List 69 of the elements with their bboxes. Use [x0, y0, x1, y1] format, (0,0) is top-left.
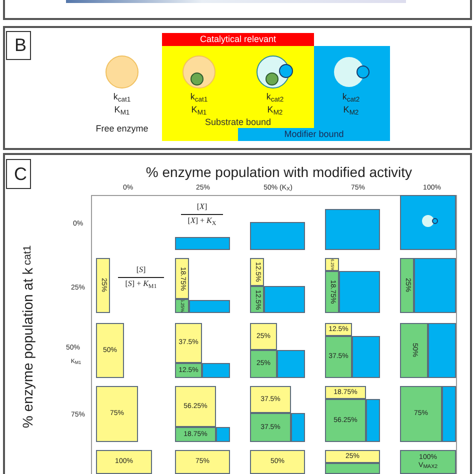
fraction-box	[325, 336, 352, 378]
modified-bar	[352, 336, 380, 378]
region-label: Catalytical relevant	[200, 32, 276, 46]
region-label: C	[14, 162, 27, 186]
fraction-box	[175, 363, 202, 378]
fraction-box	[96, 258, 110, 313]
fraction-box	[325, 399, 366, 442]
modified-bar	[264, 286, 305, 313]
modified-bar	[414, 258, 456, 313]
modified-bar	[175, 237, 230, 250]
fraction-box	[96, 450, 152, 474]
axis-label: [X]	[196, 203, 208, 211]
panel-letter	[6, 31, 31, 60]
fraction-box	[175, 427, 216, 442]
modified-bar	[202, 363, 230, 378]
rate-label: k$_{cat2}$	[266, 92, 284, 102]
region-box	[238, 128, 390, 141]
modified-bar	[400, 195, 456, 250]
fraction-box	[250, 323, 277, 350]
fraction-box	[400, 386, 442, 442]
modified-bar	[216, 427, 230, 442]
fraction-box	[175, 258, 189, 299]
fraction-box	[325, 450, 380, 463]
fraction-box	[175, 450, 230, 474]
panel-letter	[6, 159, 31, 189]
modified-bar	[339, 271, 380, 313]
rate-label: k$_{cat1}$	[190, 92, 208, 102]
fraction-box	[325, 323, 352, 336]
fraction-box	[250, 350, 277, 378]
rate-label: K$_{M2}$	[267, 106, 283, 114]
axis-label: [S] + K$_{M1}$	[125, 280, 157, 288]
modified-bar	[250, 222, 305, 250]
fraction-box	[400, 258, 414, 313]
fraction-box	[325, 271, 339, 313]
modified-bar	[428, 323, 456, 378]
axis-label: [S]	[136, 266, 146, 274]
fraction-box	[175, 299, 189, 313]
fraction-box	[250, 450, 305, 474]
fraction-box	[96, 323, 124, 378]
fraction-box	[400, 450, 456, 474]
rate-label: K$_{M1}$	[191, 106, 207, 114]
fraction-box	[250, 258, 264, 286]
fraction-box	[250, 386, 291, 413]
axis-label: [X] + K$_{X}$	[188, 217, 216, 225]
fraction-box	[325, 258, 339, 271]
header-bar	[162, 33, 314, 46]
fraction-box	[325, 463, 380, 474]
fraction-box	[325, 386, 366, 399]
fraction-box	[175, 386, 216, 427]
region-label: Substrate bound	[204, 116, 272, 128]
modified-bar	[189, 300, 230, 313]
rate-label: K$_{M2}$	[343, 106, 359, 114]
modified-bar	[325, 209, 380, 250]
modified-bar	[277, 350, 305, 378]
fraction-box	[96, 386, 138, 442]
rate-label: k$_{cat2}$	[342, 92, 360, 102]
modified-bar	[291, 413, 305, 442]
modified-bar	[366, 399, 380, 442]
axis-title: % enzyme population with modified activity	[146, 165, 412, 179]
rate-label: Free enzyme	[96, 124, 148, 134]
region-label: B	[14, 34, 26, 57]
rate-label: K$_{M1}$	[114, 106, 130, 114]
fraction-box	[250, 413, 291, 442]
region-label: Modifier bound	[284, 128, 344, 141]
fraction-box	[175, 323, 202, 363]
rate-label: k$_{cat1}$	[113, 92, 131, 102]
modified-bar	[442, 386, 456, 442]
fraction-box	[400, 323, 428, 378]
fraction-box	[250, 286, 264, 313]
